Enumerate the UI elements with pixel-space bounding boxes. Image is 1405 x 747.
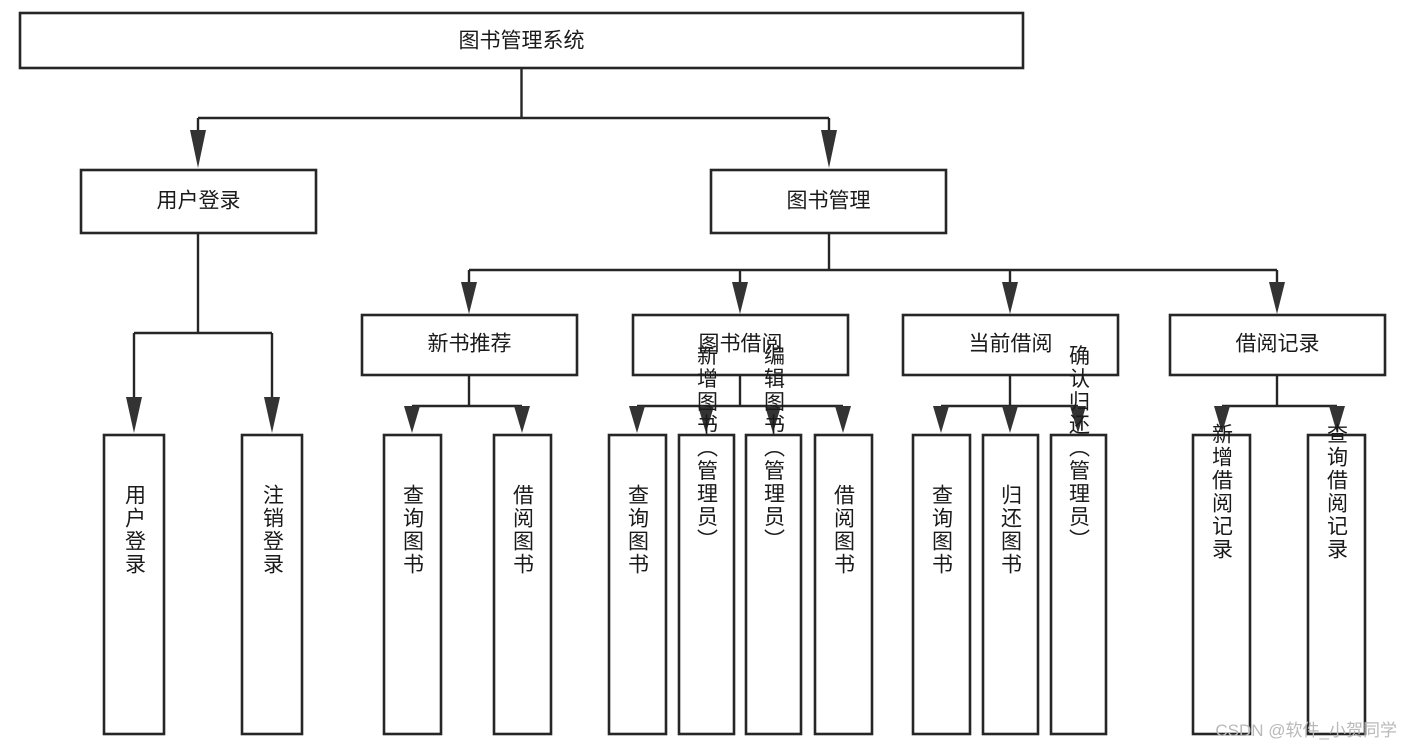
node-borrow-record-box[interactable] [1168, 313, 1387, 377]
node-new-book-rec-box[interactable] [360, 313, 579, 377]
node-user-login-box[interactable] [79, 168, 318, 235]
node-leaf-user-login[interactable]: 用户登录 [102, 433, 166, 736]
node-leaf-query-book-2[interactable]: 查询图书 [607, 433, 668, 736]
node-leaf-edit-book-box[interactable] [744, 433, 803, 736]
arrowhead-leaf-add-record [1214, 406, 1230, 433]
arrowhead-book-borrow [732, 282, 748, 314]
node-leaf-query-record[interactable]: 查询借阅记录 [1306, 423, 1367, 736]
arrowhead-leaf-user-logout [264, 397, 280, 433]
node-new-book-rec[interactable]: 新书推荐 [360, 313, 579, 377]
node-leaf-confirm-return-label: 确认归还（管理员） [1067, 345, 1091, 552]
node-leaf-return-book-label: 归还图书 [999, 484, 1023, 576]
node-leaf-borrow-book-2-label: 借阅图书 [832, 484, 856, 576]
node-leaf-confirm-return-box[interactable] [1049, 433, 1108, 736]
node-root-box[interactable] [18, 11, 1025, 70]
node-leaf-user-logout-box[interactable] [240, 433, 304, 736]
node-root[interactable]: 图书管理系统 [18, 11, 1025, 70]
node-leaf-add-book[interactable]: 新增图书（管理员） [677, 345, 736, 736]
node-book-borrow-label: 图书借阅 [699, 333, 783, 356]
node-leaf-add-record-label: 新增借阅记录 [1210, 423, 1234, 561]
node-leaf-query-book-3-label: 查询图书 [930, 484, 954, 576]
node-leaf-return-book[interactable]: 归还图书 [981, 433, 1040, 736]
arrowhead-leaf-add-book [698, 406, 714, 433]
node-leaf-borrow-book-1-label: 借阅图书 [511, 484, 535, 576]
node-leaf-return-book-box[interactable] [981, 433, 1040, 736]
node-book-manage-label: 图书管理 [787, 190, 871, 213]
node-leaf-query-book-3[interactable]: 查询图书 [911, 433, 972, 736]
arrowhead-leaf-return-book [1002, 406, 1018, 433]
node-leaf-query-record-label: 查询借阅记录 [1325, 423, 1349, 561]
arrowhead-book-manage [821, 130, 837, 168]
node-root-label: 图书管理系统 [459, 30, 585, 53]
node-leaf-query-book-2-label: 查询图书 [626, 484, 650, 576]
arrowhead-borrow-record [1269, 282, 1285, 314]
node-leaf-add-record[interactable]: 新增借阅记录 [1191, 423, 1252, 736]
arrowhead-leaf-query-book-1 [404, 406, 420, 433]
node-leaf-add-book-label: 新增图书（管理员） [695, 345, 719, 552]
node-book-borrow-box[interactable] [631, 313, 850, 377]
node-leaf-add-book-box[interactable] [677, 433, 736, 736]
node-leaf-query-book-3-box[interactable] [911, 433, 972, 736]
arrowhead-user-login [190, 130, 206, 168]
node-leaf-query-book-1-box[interactable] [382, 433, 443, 736]
node-borrow-record[interactable]: 借阅记录 [1168, 313, 1387, 377]
connector-layer [126, 68, 1345, 433]
node-new-book-rec-label: 新书推荐 [428, 333, 512, 356]
node-borrow-record-label: 借阅记录 [1236, 333, 1320, 356]
arrowhead-leaf-confirm-return [1070, 406, 1086, 433]
node-leaf-borrow-book-2[interactable]: 借阅图书 [813, 433, 874, 736]
arrowhead-leaf-query-book-3 [933, 406, 949, 433]
node-leaf-borrow-book-1-box[interactable] [492, 433, 553, 736]
node-current-borrow-box[interactable] [901, 313, 1120, 377]
node-leaf-edit-book[interactable]: 编辑图书（管理员） [744, 345, 803, 736]
node-user-login[interactable]: 用户登录 [79, 168, 318, 235]
node-book-manage[interactable]: 图书管理 [709, 168, 948, 235]
node-book-borrow[interactable]: 图书借阅 [631, 313, 850, 377]
node-leaf-query-record-box[interactable] [1306, 433, 1367, 736]
node-leaf-confirm-return[interactable]: 确认归还（管理员） [1049, 345, 1108, 736]
node-leaf-query-book-1-label: 查询图书 [401, 484, 425, 576]
node-current-borrow-label: 当前借阅 [969, 333, 1053, 356]
node-leaf-user-logout[interactable]: 注销登录 [240, 433, 304, 736]
node-leaf-query-book-2-box[interactable] [607, 433, 668, 736]
node-leaf-user-logout-label: 注销登录 [261, 484, 285, 576]
arrowhead-leaf-user-login [126, 397, 142, 433]
arrowhead-current-borrow [1002, 282, 1018, 314]
node-leaf-user-login-box[interactable] [102, 433, 166, 736]
node-leaf-edit-book-label: 编辑图书（管理员） [762, 345, 786, 552]
arrowhead-new-book-rec [461, 282, 477, 314]
arrowhead-leaf-query-record [1329, 406, 1345, 433]
arrowhead-leaf-borrow-book-2 [835, 406, 851, 433]
node-leaf-borrow-book-2-box[interactable] [813, 433, 874, 736]
node-leaf-query-book-1[interactable]: 查询图书 [382, 433, 443, 736]
arrowhead-leaf-edit-book [765, 406, 781, 433]
node-leaf-user-login-label: 用户登录 [123, 484, 147, 576]
node-current-borrow[interactable]: 当前借阅 [901, 313, 1120, 377]
arrowhead-leaf-borrow-book-1 [514, 406, 530, 433]
node-leaf-borrow-book-1[interactable]: 借阅图书 [492, 433, 553, 736]
node-user-login-label: 用户登录 [157, 190, 241, 213]
arrowhead-leaf-query-book-2 [629, 406, 645, 433]
node-book-manage-box[interactable] [709, 168, 948, 235]
node-leaf-add-record-box[interactable] [1191, 433, 1252, 736]
